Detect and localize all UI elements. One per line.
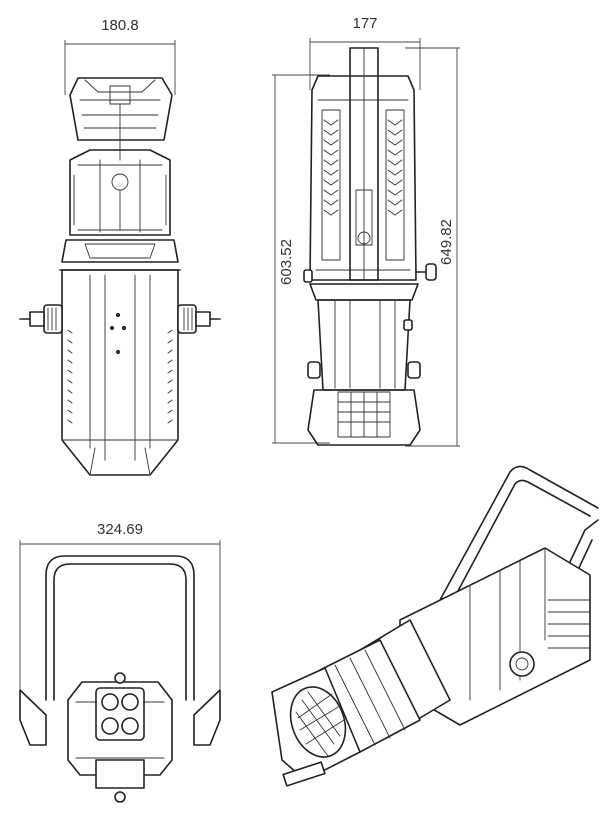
front-view: 180.8 <box>19 17 221 476</box>
front-fins-left <box>67 329 73 424</box>
side-height-outer-label: 649.82 <box>438 219 455 265</box>
side-height-inner-dimension: 603.52 <box>272 74 330 444</box>
front-width-label: 180.8 <box>101 17 139 34</box>
bottom-view: 324.69 <box>19 521 221 803</box>
side-vents <box>323 119 403 216</box>
front-fins-right <box>167 329 173 424</box>
side-width-label: 177 <box>352 15 377 32</box>
front-knob-right <box>177 304 221 334</box>
bottom-width-dimension: 324.69 <box>19 521 221 710</box>
side-width-dimension: 177 <box>309 15 421 90</box>
front-knob-left <box>19 304 63 334</box>
side-height-outer-dimension: 649.82 <box>405 47 460 447</box>
isometric-view <box>271 465 599 787</box>
side-view: 177 603.52 649.82 <box>272 15 460 447</box>
front-width-dimension: 180.8 <box>64 17 176 95</box>
bottom-width-label: 324.69 <box>97 521 143 538</box>
side-height-inner-label: 603.52 <box>278 239 295 285</box>
